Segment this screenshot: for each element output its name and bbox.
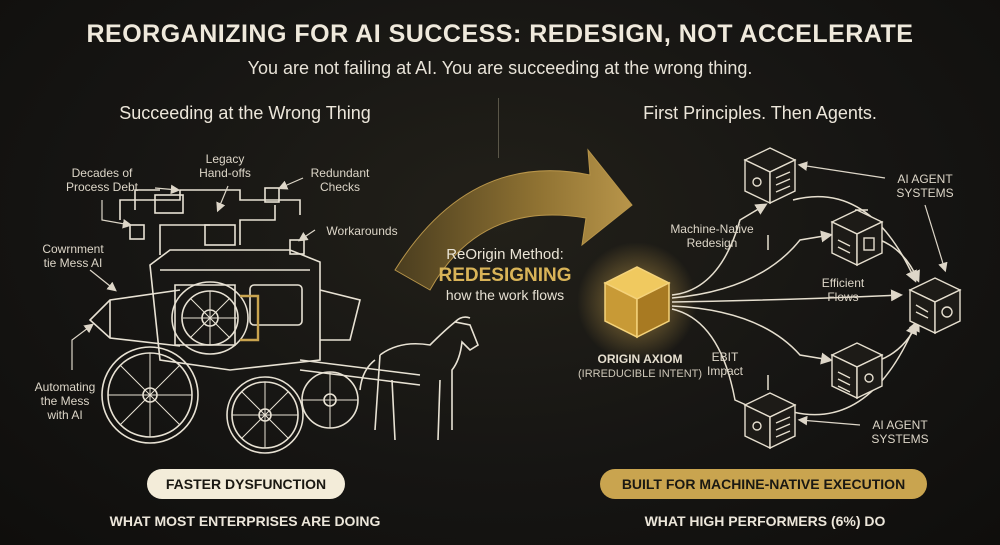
label-legacy-handoffs: Legacy Hand-offs <box>199 152 251 180</box>
carriage-illustration <box>88 187 479 454</box>
label-workarounds: Workarounds <box>326 224 398 238</box>
badge-faster-dysfunction: FASTER DYSFUNCTION <box>147 469 345 499</box>
agent-cube-bottom <box>743 392 797 450</box>
page-subtitle: You are not failing at AI. You are succe… <box>247 58 753 78</box>
agent-cube-upper-mid <box>830 209 884 267</box>
wheel-front <box>226 376 304 454</box>
method-description: how the work flows <box>445 287 565 303</box>
flow-lines <box>671 195 920 416</box>
origin-cube <box>603 266 671 339</box>
label-agent-systems-bottom: AI AGENT SYSTEMS <box>871 418 929 446</box>
origin-axiom-sublabel: (IRREDUCIBLE INTENT) <box>577 368 703 380</box>
horse-illustration <box>359 316 479 441</box>
right-section-heading: First Principles. Then Agents. <box>643 103 877 123</box>
section-divider <box>498 98 499 158</box>
label-government-mess: Cowrnment tie Mess AI <box>42 242 104 270</box>
badge-machine-native-execution: BUILT FOR MACHINE-NATIVE EXECUTION <box>600 469 927 499</box>
label-ebit-impact: EBIT Impact <box>706 350 743 378</box>
label-automating-mess: Automating the Mess with AI <box>34 380 96 422</box>
label-efficient-flows: Efficient Flows <box>821 276 865 304</box>
transition-arrow <box>394 148 633 291</box>
agent-cube-right <box>908 277 962 335</box>
left-label-arrows <box>71 177 316 370</box>
footer-right: WHAT HIGH PERFORMERS (6%) DO <box>644 513 886 529</box>
wheel-rear-left <box>101 346 199 444</box>
agent-cube-lower-mid <box>830 342 884 400</box>
label-agent-systems-top: AI AGENT SYSTEMS <box>896 172 954 200</box>
label-machine-native-redesign: Machine-Native Redesign <box>670 222 754 250</box>
origin-axiom-label: ORIGIN AXIOM <box>597 352 683 366</box>
label-redundant-checks: Redundant Checks <box>310 166 370 194</box>
wheel-far <box>301 371 359 429</box>
method-intro: ReOrigin Method: <box>446 246 564 263</box>
page-title: REORGANIZING FOR AI SUCCESS: REDESIGN, N… <box>86 20 914 48</box>
agent-cube-top <box>743 147 797 205</box>
right-label-arrows <box>797 161 948 426</box>
left-section-heading: Succeeding at the Wrong Thing <box>119 103 371 123</box>
label-process-debt: Decades of Process Debt <box>65 166 139 194</box>
footer-left: WHAT MOST ENTERPRISES ARE DOING <box>109 513 381 529</box>
method-keyword: REDESIGNING <box>438 265 572 286</box>
